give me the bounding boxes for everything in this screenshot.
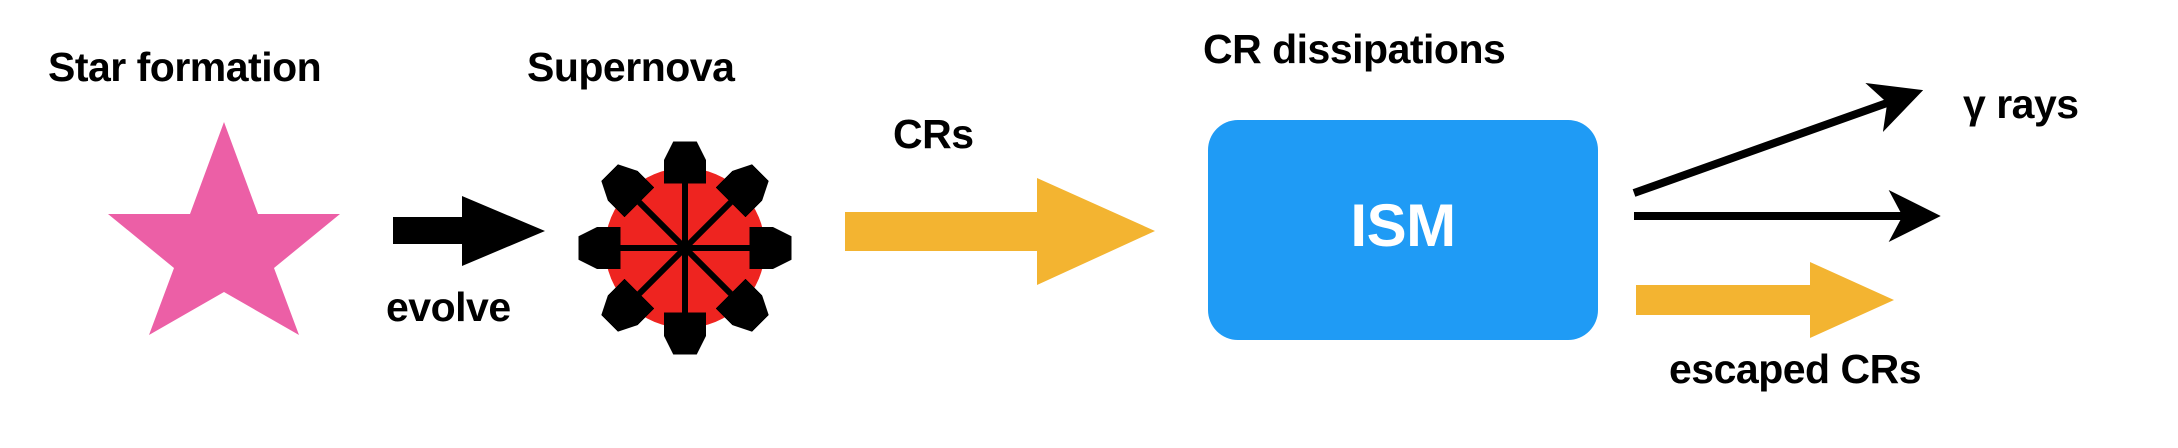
ism-box <box>1208 120 1598 340</box>
gamma-ray-diagonal-arrow <box>1632 83 1924 197</box>
label-gamma-rays: γ rays <box>1963 81 2079 127</box>
label-ism: ISM <box>1350 192 1456 259</box>
evolve-arrow <box>393 196 545 266</box>
label-escaped-crs: escaped CRs <box>1669 346 1922 392</box>
sn-arrow-ne <box>682 180 753 251</box>
label-supernova: Supernova <box>527 44 735 90</box>
crs-arrow <box>845 178 1155 285</box>
sn-arrow-nw <box>617 180 688 251</box>
label-evolve: evolve <box>386 284 511 330</box>
escaped-crs-arrow <box>1636 262 1894 338</box>
sn-arrow-sw <box>617 245 688 316</box>
label-crs: CRs <box>893 111 974 157</box>
supernova-radiating-arrows <box>589 152 781 344</box>
sn-arrow-se <box>682 245 753 316</box>
label-star-formation: Star formation <box>48 44 322 90</box>
label-cr-dissipations: CR dissipations <box>1203 26 1506 72</box>
star-shape <box>108 122 340 335</box>
